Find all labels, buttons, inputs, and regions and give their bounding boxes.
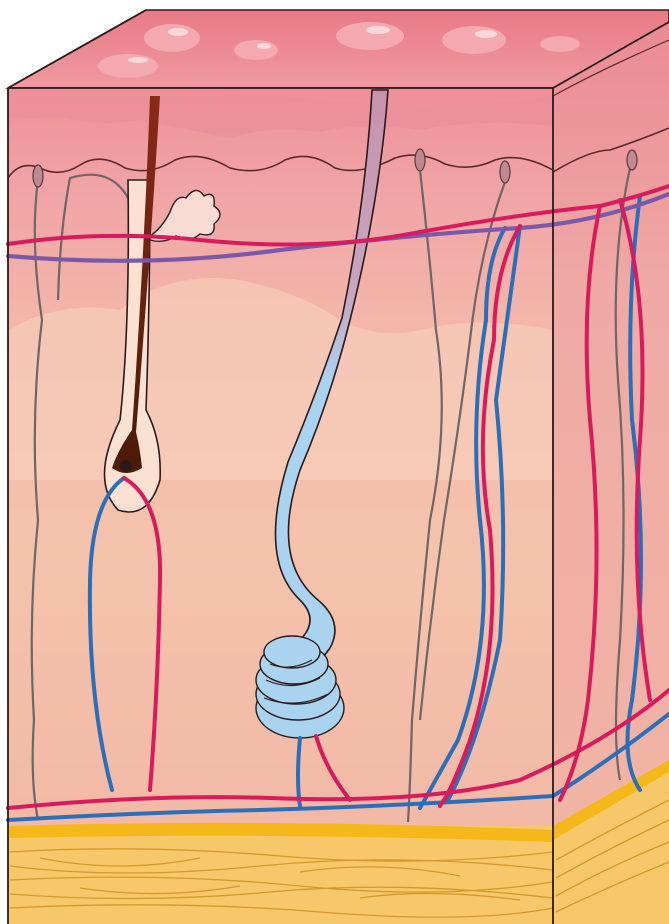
skin-surface-top bbox=[8, 10, 669, 88]
skin-side-face bbox=[553, 22, 669, 924]
